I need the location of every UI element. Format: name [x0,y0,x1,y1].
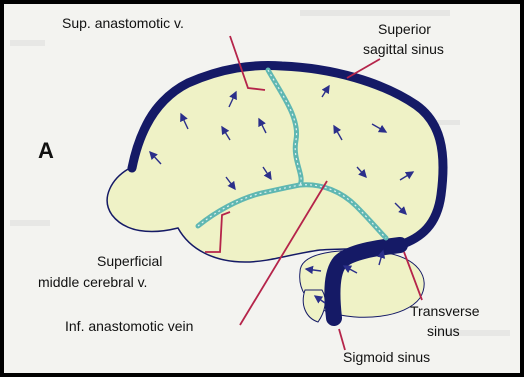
panel-letter: A [38,138,54,163]
label-superior-sagittal-2: sagittal sinus [363,41,444,57]
label-superficial-middle-2: middle cerebral v. [38,274,147,290]
label-transverse-2: sinus [427,323,460,339]
label-transverse-1: Transverse [410,303,480,319]
label-superficial-middle-1: Superficial [97,253,162,269]
label-superior-sagittal-1: Superior [378,21,431,37]
label-sigmoid: Sigmoid sinus [343,349,430,365]
label-inf-anastomotic: Inf. anastomotic vein [65,318,193,334]
label-sup-anastomotic: Sup. anastomotic v. [62,15,184,31]
